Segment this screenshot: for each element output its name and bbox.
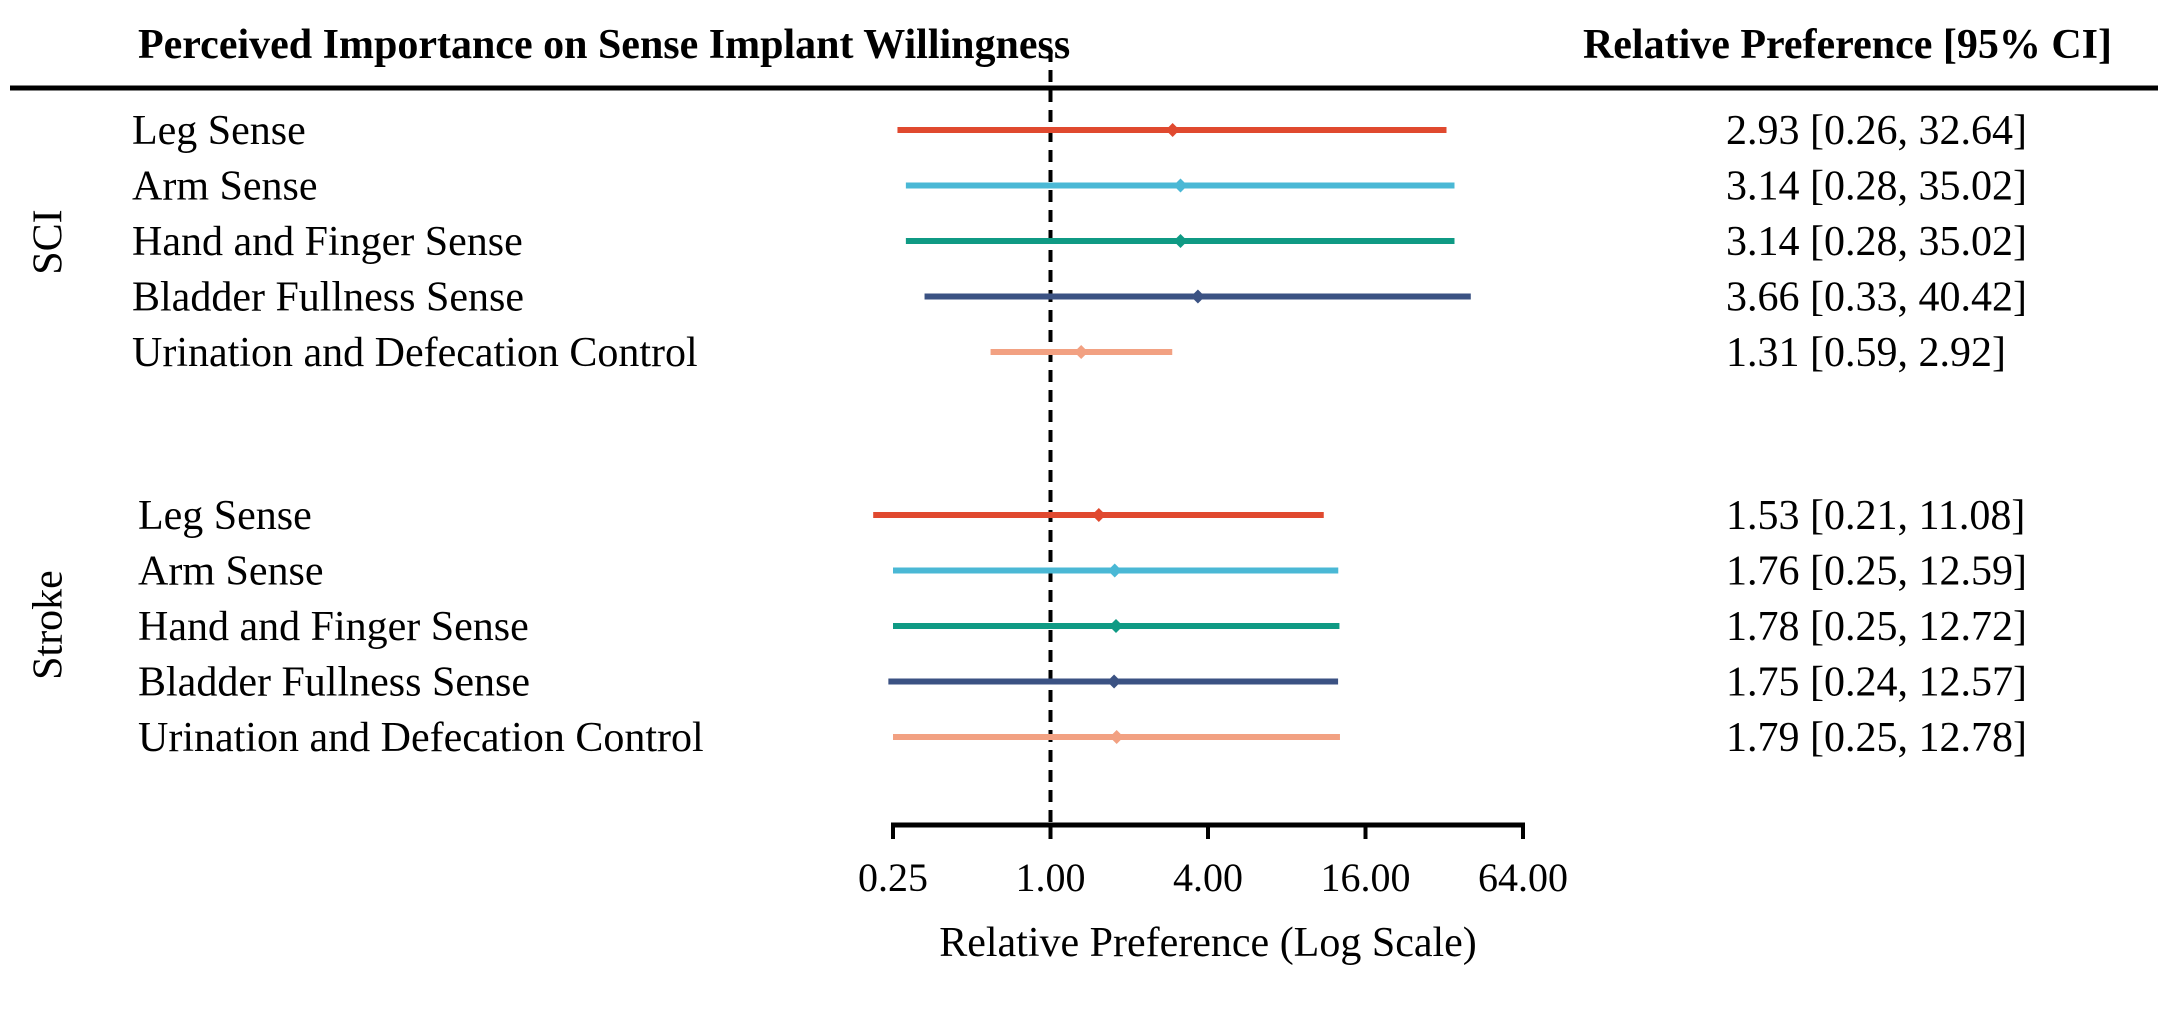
row-label: Urination and Defecation Control — [132, 330, 698, 376]
point-estimate-marker — [1107, 563, 1122, 578]
rows-layer: SCI Leg Sense 2.93 [0.26, 32.64] Arm Sense 3… — [26, 108, 2027, 761]
row-label: Bladder Fullness Sense — [132, 275, 524, 321]
point-estimate-marker — [1091, 508, 1106, 522]
ci-column-header: Relative Preference [95% CI] — [1583, 22, 2112, 68]
point-estimate-marker — [1173, 234, 1188, 248]
x-tick-label: 16.00 — [1321, 855, 1411, 900]
ci-value-label: 1.53 [0.21, 11.08] — [1726, 493, 2025, 539]
row-label: Hand and Finger Sense — [138, 604, 529, 650]
x-axis-title: Relative Preference (Log Scale) — [939, 920, 1477, 966]
x-tick-label: 4.00 — [1173, 855, 1243, 900]
ci-value-label: 1.78 [0.25, 12.72] — [1726, 604, 2027, 650]
group-label-sci: SCI — [26, 209, 72, 274]
point-estimate-marker — [1107, 674, 1122, 689]
row-label: Arm Sense — [132, 164, 317, 210]
ci-value-label: 2.93 [0.26, 32.64] — [1726, 108, 2027, 154]
row-label: Leg Sense — [138, 493, 312, 539]
x-tick-label: 64.00 — [1478, 855, 1568, 900]
ci-value-label: 1.76 [0.25, 12.59] — [1726, 549, 2027, 595]
x-axis: 0.25 1.00 4.00 16.00 64.00 — [858, 822, 1568, 900]
ci-value-label: 3.14 [0.28, 35.02] — [1726, 164, 2027, 210]
row-label: Hand and Finger Sense — [132, 219, 523, 265]
x-tick-label: 1.00 — [1016, 855, 1086, 900]
row-label: Leg Sense — [132, 108, 306, 154]
point-estimate-marker — [1109, 619, 1124, 633]
row-label: Urination and Defecation Control — [138, 715, 704, 761]
point-estimate-marker — [1173, 178, 1188, 193]
row-label: Bladder Fullness Sense — [138, 660, 530, 706]
chart-title: Perceived Importance on Sense Implant Wi… — [138, 22, 1070, 68]
point-estimate-marker — [1165, 123, 1180, 137]
ci-value-label: 3.66 [0.33, 40.42] — [1726, 275, 2027, 321]
point-estimate-marker — [1109, 730, 1124, 744]
ci-value-label: 1.31 [0.59, 2.92] — [1726, 330, 2006, 376]
group-label-stroke: Stroke — [26, 570, 72, 680]
ci-value-label: 1.79 [0.25, 12.78] — [1726, 715, 2027, 761]
point-estimate-marker — [1074, 345, 1089, 359]
point-estimate-marker — [1190, 289, 1205, 304]
row-label: Arm Sense — [138, 549, 323, 595]
x-tick-label: 0.25 — [858, 855, 928, 900]
ci-value-label: 3.14 [0.28, 35.02] — [1726, 219, 2027, 265]
ci-value-label: 1.75 [0.24, 12.57] — [1726, 660, 2027, 706]
